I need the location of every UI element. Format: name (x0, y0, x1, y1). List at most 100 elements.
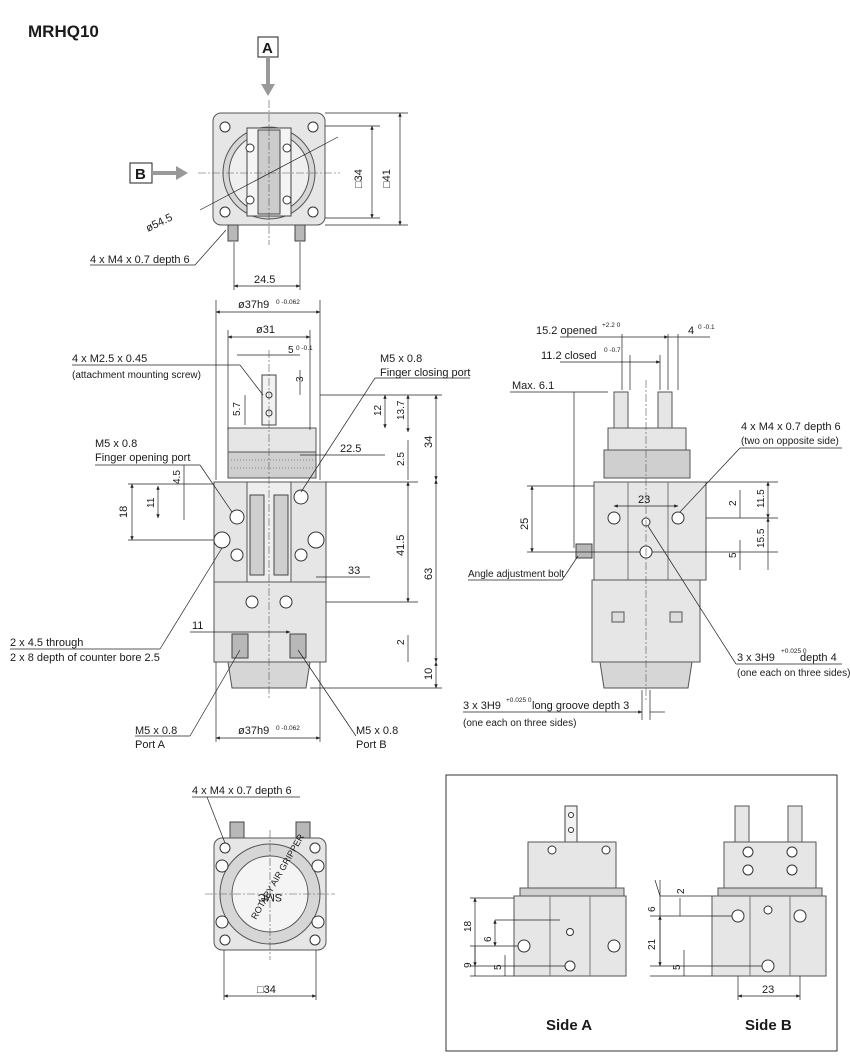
dim-sq41: □41 (381, 169, 393, 188)
top-hole-8 (282, 195, 292, 205)
callout-m5-opening: M5 x 0.8 (95, 438, 137, 450)
dim-dia37-bot: ø37h9 (238, 725, 269, 737)
top-hole-7 (245, 195, 255, 205)
callout-port-b-sub: Port B (356, 739, 387, 751)
svg-text:0 -0.1: 0 -0.1 (698, 324, 715, 331)
dim-10: 10 (423, 668, 435, 680)
callout-groove-sub: (one each on three sides) (463, 718, 576, 729)
side-b-dim-23: 23 (762, 984, 774, 996)
side-b-dim-5: 5 (672, 964, 683, 970)
top-hole-6 (282, 143, 292, 153)
svg-text:0 -0.062: 0 -0.062 (276, 299, 300, 306)
callout-m5-closing-sub: Finger closing port (380, 367, 471, 379)
callout-m5-closing: M5 x 0.8 (380, 353, 422, 365)
svg-text:depth 4: depth 4 (800, 652, 837, 664)
callout-port-a-sub: Port A (135, 739, 166, 751)
inset-panel: 18 6 9 5 Side A 2 6 21 (445, 774, 838, 1052)
top-hole-3 (219, 206, 231, 218)
port-a-fitting (231, 633, 249, 659)
dim-side-5: 5 (728, 552, 739, 558)
dim-63: 63 (423, 568, 435, 580)
top-hole-5 (245, 143, 255, 153)
side-a-label: Side A (546, 1017, 592, 1034)
dim-225: 22.5 (340, 443, 361, 455)
dim-45: 4.5 (172, 470, 183, 484)
dim-245: 24.5 (254, 274, 275, 286)
svg-text:0 -0.062: 0 -0.062 (276, 725, 300, 732)
top-bolt-right (294, 224, 306, 242)
side-b-label: Side B (745, 1017, 792, 1034)
dim-152: 15.2 opened (536, 325, 597, 337)
view-marker-a: A (262, 40, 273, 57)
dim-side-2: 2 (728, 500, 739, 506)
side-rotary (603, 449, 691, 479)
callout-through-sub: 2 x 8 depth of counter bore 2.5 (10, 652, 160, 664)
dim-5: 5 (288, 345, 294, 356)
front-view: ø37h9 0 -0.062 ø31 5 0 -0.1 4 x M2.5 x 0… (10, 299, 471, 751)
top-hole-4 (307, 206, 319, 218)
bottom-view: SMC ROTARY AIR GRIPPER 4 x M4 x 0.7 dept… (192, 785, 335, 1000)
dim-57: 5.7 (232, 402, 243, 416)
dim-12: 12 (373, 404, 384, 416)
view-marker-b: B (135, 166, 146, 183)
callout-port-b: M5 x 0.8 (356, 725, 398, 737)
dim-11b: 11 (192, 620, 203, 632)
dim-sq34: □34 (353, 169, 365, 188)
finger-opening-port (229, 509, 245, 525)
front-body-lower (213, 581, 327, 663)
dim-side-25: 25 (519, 518, 531, 530)
side-body-upper (593, 481, 707, 581)
callout-through: 2 x 4.5 through (10, 637, 83, 649)
side-a-dim-5: 5 (493, 964, 504, 970)
dim-112: 11.2 closed (541, 350, 596, 362)
callout-side-m4-sub: (two on opposite side) (741, 436, 839, 447)
dim-side-23: 23 (638, 494, 650, 506)
side-hole-right (671, 511, 685, 525)
dim-18: 18 (118, 506, 130, 518)
front-head (227, 427, 317, 453)
top-hole-1 (219, 121, 231, 133)
svg-text:0 -0.1: 0 -0.1 (296, 345, 313, 352)
callout-m25-sub: (attachment mounting screw) (72, 370, 201, 381)
through-hole-left (213, 531, 231, 549)
front-rotary (227, 451, 317, 479)
top-view: A B □34 □41 ø54.5 (90, 36, 408, 290)
svg-text:+0.025 0: +0.025 0 (506, 697, 532, 704)
svg-text:+0.025 0: +0.025 0 (781, 648, 807, 655)
callout-m5-opening-sub: Finger opening port (95, 452, 190, 464)
callout-m25: 4 x M2.5 x 0.45 (72, 353, 147, 365)
dim-dia545: ø54.5 (144, 212, 175, 235)
callout-bottom-m4: 4 x M4 x 0.7 depth 6 (192, 785, 292, 797)
callout-3h9: 3 x 3H9 (737, 652, 775, 664)
side-a-dim-6: 6 (483, 936, 494, 942)
dim-155: 15.5 (756, 528, 767, 548)
side-b-head (723, 841, 817, 889)
svg-text:0 -0.7: 0 -0.7 (604, 347, 621, 354)
svg-text:+2.2 0: +2.2 0 (602, 322, 621, 329)
dim-415: 41.5 (395, 535, 407, 556)
angle-adjustment-bolt (575, 543, 593, 559)
top-hole-2 (307, 121, 319, 133)
svg-text:long groove depth 3: long groove depth 3 (532, 700, 629, 712)
dim-dia37-top: ø37h9 (238, 299, 269, 311)
dim-25: 2.5 (396, 452, 407, 466)
side-hole-left (607, 511, 621, 525)
finger-closing-port (293, 489, 309, 505)
side-b-dim-6: 6 (647, 906, 658, 912)
port-b-fitting (289, 633, 307, 659)
side-a-dim-9: 9 (463, 962, 474, 968)
side-finger-left (613, 391, 629, 431)
side-b-dim-2: 2 (676, 888, 687, 894)
callout-port-a: M5 x 0.8 (135, 725, 177, 737)
dim-11: 11 (146, 497, 157, 508)
inset-frame (445, 774, 838, 1052)
callout-3h9-sub: (one each on three sides) (737, 668, 850, 679)
dim-side-4: 4 (688, 325, 694, 337)
side-b-dim-21: 21 (647, 938, 658, 950)
dim-33: 33 (348, 565, 360, 577)
callout-angle-bolt: Angle adjustment bolt (468, 569, 564, 580)
dim-bottom-sq34: □34 (257, 984, 276, 996)
arrow-a-head (261, 84, 275, 96)
dim-34: 34 (423, 436, 435, 448)
